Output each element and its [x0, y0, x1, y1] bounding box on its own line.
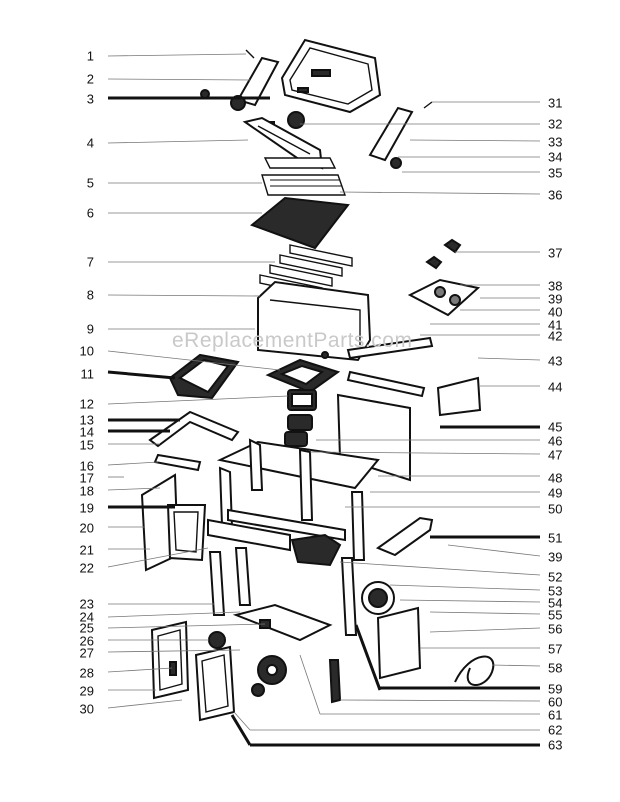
- part-label-left-26: 27: [80, 646, 94, 661]
- part-label-right-27: 57: [548, 642, 562, 657]
- part-label-left-27: 28: [80, 666, 94, 681]
- part-label-right-23: 53: [548, 584, 562, 599]
- part-label-right-20: 51: [548, 531, 562, 546]
- control-box: [290, 533, 342, 567]
- part-label-right-7: 38: [548, 279, 562, 294]
- leader-lines: [107, 53, 541, 747]
- part-label-left-22: 23: [80, 597, 94, 612]
- part-label-right-13: 44: [548, 380, 562, 395]
- part-label-left-4: 5: [87, 176, 94, 191]
- part-label-left-5: 6: [87, 206, 94, 221]
- part-label-left-23: 24: [80, 610, 94, 625]
- part-label-right-18: 49: [548, 486, 562, 501]
- part-label-left-20: 21: [80, 543, 94, 558]
- leg-front-left: [208, 551, 226, 616]
- part-label-left-14: 15: [80, 438, 94, 453]
- part-label-right-22: 52: [548, 570, 562, 585]
- part-label-left-13: 14: [80, 425, 94, 440]
- grate-lower: [261, 174, 346, 196]
- part-label-right-30: 60: [548, 695, 562, 710]
- part-label-left-12: 13: [80, 413, 94, 428]
- rod-59: [354, 624, 382, 691]
- part-label-left-21: 22: [80, 561, 94, 576]
- part-label-left-1: 2: [87, 72, 94, 87]
- part-label-left-8: 9: [87, 322, 94, 337]
- part-label-left-11: 12: [80, 397, 94, 412]
- side-handle-bar: [148, 410, 240, 448]
- part-label-right-28: 58: [548, 661, 562, 676]
- bottom-shelf: [232, 603, 333, 642]
- control-panel: [407, 278, 481, 317]
- part-label-left-9: 10: [80, 344, 94, 359]
- gas-manifold: [436, 376, 482, 417]
- front-panel: [207, 518, 291, 552]
- briquette-tray: [250, 196, 350, 250]
- part-label-right-31: 61: [548, 708, 562, 723]
- part-label-left-24: 25: [80, 621, 94, 636]
- part-label-right-0: 31: [548, 96, 562, 111]
- part-label-left-2: 3: [87, 92, 94, 107]
- part-label-right-1: 32: [548, 117, 562, 132]
- part-label-right-32: 62: [548, 723, 562, 738]
- part-label-right-15: 46: [548, 434, 562, 449]
- handle-right: [368, 106, 414, 162]
- part-label-right-25: 55: [548, 608, 562, 623]
- right-part-labels: 3132333435363738394041424344454647484950…: [548, 96, 562, 753]
- part-label-left-16: 17: [80, 471, 94, 486]
- part-label-right-26: 56: [548, 622, 562, 637]
- rod-63: [230, 714, 252, 746]
- grate-upper: [263, 157, 337, 169]
- hose: [454, 655, 495, 686]
- part-label-right-3: 34: [548, 150, 562, 165]
- part-label-left-17: 18: [80, 484, 94, 499]
- part-label-right-24: 54: [548, 596, 562, 611]
- left-part-labels: 1234567891011121314151617181920212223242…: [80, 49, 94, 717]
- part-label-right-11: 42: [548, 329, 562, 344]
- leg-right: [340, 557, 358, 636]
- part-label-left-0: 1: [87, 49, 94, 64]
- handle-left: [236, 56, 280, 107]
- thermometer: [287, 111, 305, 129]
- part-label-left-25: 26: [80, 634, 94, 649]
- wheel-cap: [251, 683, 265, 697]
- part-label-right-21: 39: [548, 550, 562, 565]
- part-label-right-10: 41: [548, 318, 562, 333]
- part-label-right-4: 35: [548, 166, 562, 181]
- part-label-right-14: 45: [548, 420, 562, 435]
- part-label-right-8: 39: [548, 292, 562, 307]
- tool-hook: [328, 659, 342, 704]
- part-label-left-19: 20: [80, 521, 94, 536]
- part-label-left-3: 4: [87, 136, 94, 151]
- knob: [443, 238, 462, 254]
- part-label-right-17: 48: [548, 471, 562, 486]
- part-label-right-9: 40: [548, 305, 562, 320]
- burner-tubes: [346, 336, 434, 398]
- part-label-left-15: 16: [80, 459, 94, 474]
- part-label-left-18: 19: [80, 501, 94, 516]
- watermark: eReplacementParts.com: [172, 329, 412, 352]
- grill-parts: [108, 38, 495, 746]
- part-label-right-33: 63: [548, 738, 562, 753]
- right-side-table: [375, 516, 434, 557]
- part-label-left-10: 11: [81, 367, 95, 382]
- right-panel: [376, 606, 422, 680]
- part-label-right-2: 33: [548, 135, 562, 150]
- part-label-right-19: 50: [548, 502, 562, 517]
- part-label-right-16: 47: [548, 448, 562, 463]
- part-label-left-7: 8: [87, 288, 94, 303]
- part-label-right-5: 36: [548, 188, 562, 203]
- cart-frame: [216, 438, 380, 561]
- part-label-right-29: 59: [548, 682, 562, 697]
- part-label-left-29: 30: [80, 702, 94, 717]
- part-label-left-28: 29: [80, 684, 94, 699]
- part-label-right-6: 37: [548, 246, 562, 261]
- part-label-right-12: 43: [548, 354, 562, 369]
- part-label-left-6: 7: [87, 255, 94, 270]
